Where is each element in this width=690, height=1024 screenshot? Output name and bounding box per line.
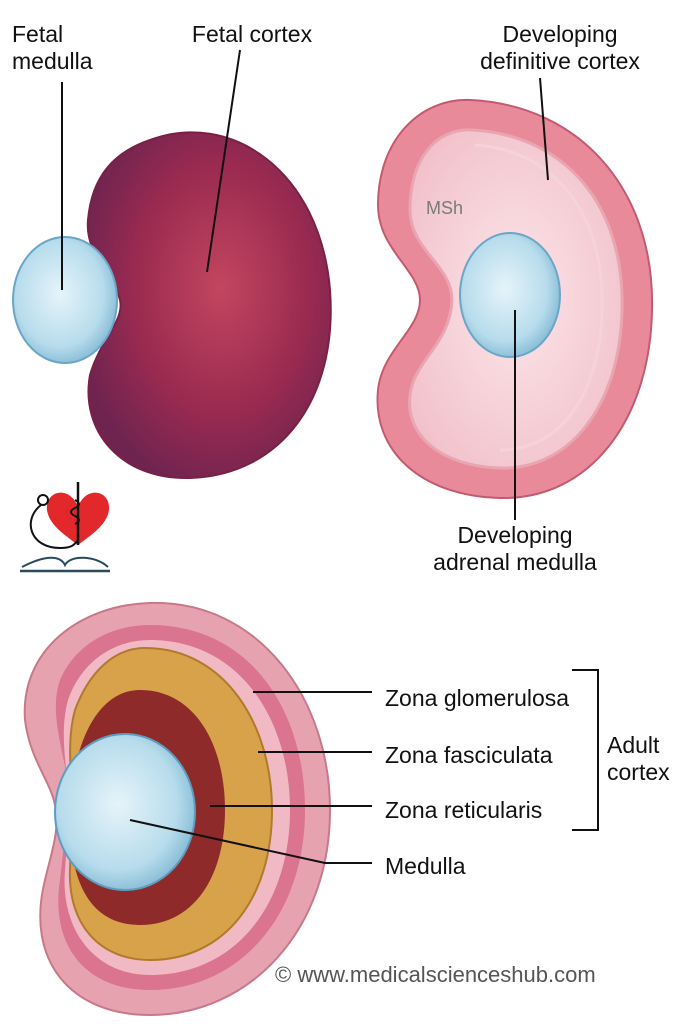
adult-medulla-shape: [54, 733, 196, 891]
label-zona-reticularis: Zona reticularis: [385, 797, 543, 823]
label-line: Adult: [607, 732, 660, 758]
logo: [20, 482, 110, 573]
label-line: Developing: [502, 21, 618, 47]
label-line: Developing: [457, 522, 573, 548]
label-zona-glomerulosa: Zona glomerulosa: [385, 685, 570, 711]
label-line: medulla: [12, 48, 93, 74]
label-line: definitive cortex: [480, 48, 640, 74]
label-msh: MSh: [426, 198, 464, 218]
developing-medulla-shape: [459, 232, 561, 358]
label-developing-definitive-cortex: Developing definitive cortex: [480, 21, 640, 75]
label-medulla: Medulla: [385, 853, 466, 879]
label-adult-cortex: Adult cortex: [607, 732, 670, 786]
copyright-text: © www.medicalscienceshub.com: [275, 962, 596, 987]
label-line: adrenal medulla: [433, 549, 597, 575]
fetal-medulla-shape: [12, 236, 118, 364]
leader-lines: [61, 49, 599, 864]
label-developing-adrenal-medulla: Developing adrenal medulla: [433, 522, 597, 576]
label-line: cortex: [607, 759, 670, 785]
label-fetal-medulla: Fetal medulla: [12, 21, 93, 75]
label-fetal-cortex: Fetal cortex: [191, 21, 313, 47]
fetal-cortex-shape: [86, 131, 332, 480]
label-line: Fetal: [12, 21, 64, 47]
label-zona-fasciculata: Zona fasciculata: [385, 742, 553, 768]
